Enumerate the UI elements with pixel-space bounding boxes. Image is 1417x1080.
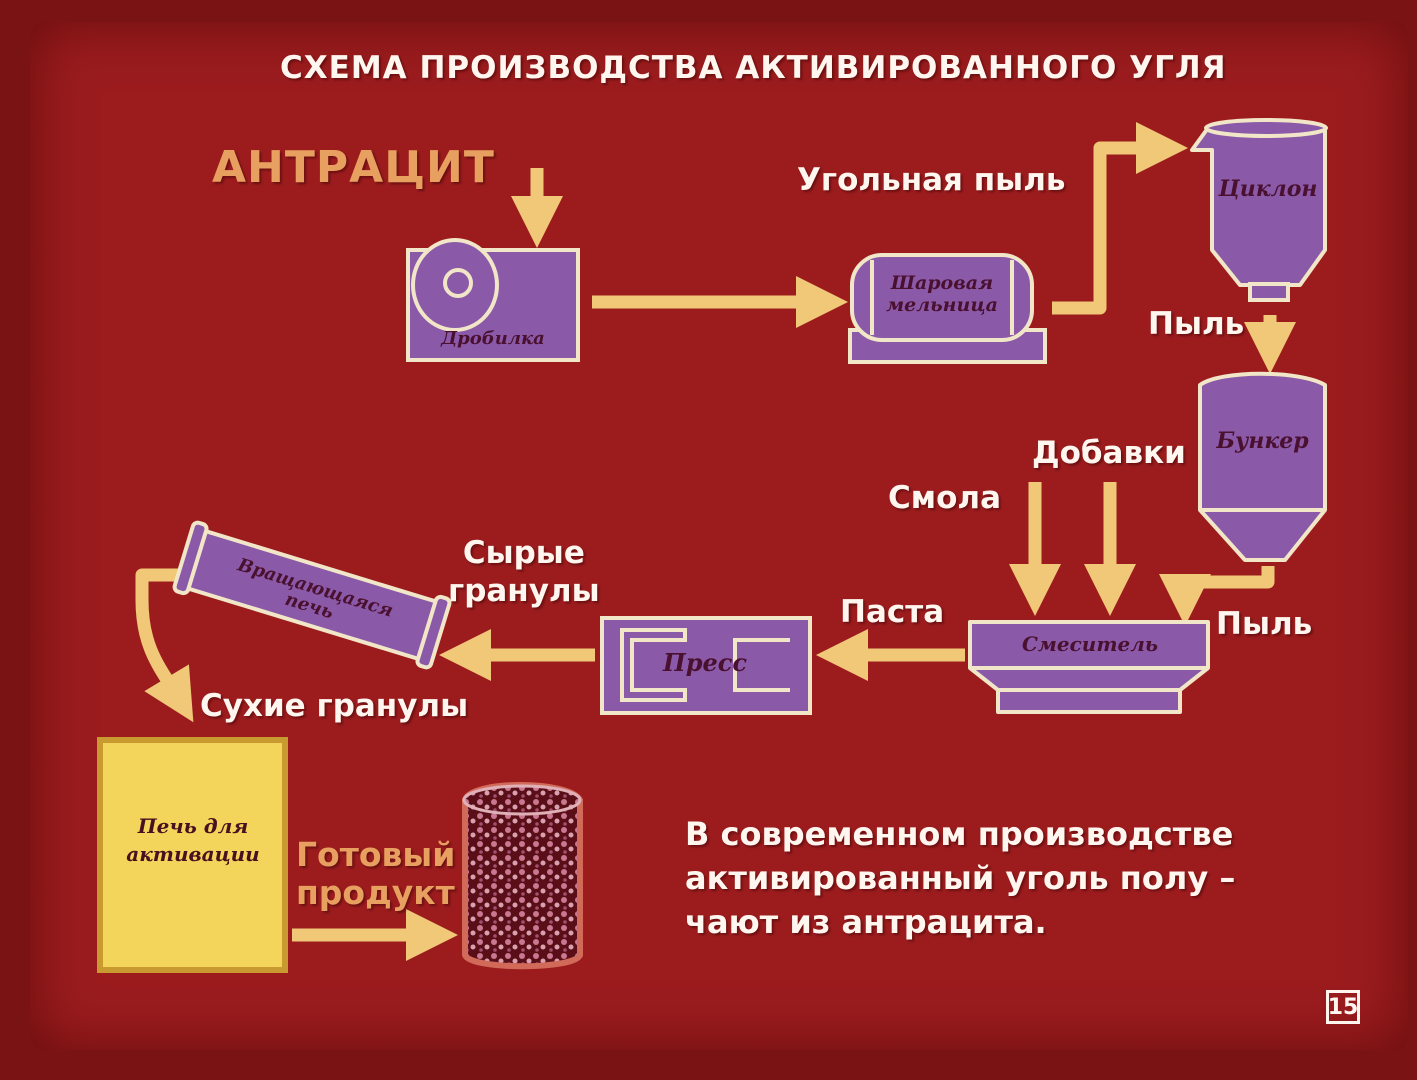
flow-label-resin: Смола bbox=[888, 480, 1002, 516]
flow-label-dry-granules: Сухие гранулы bbox=[200, 688, 469, 724]
crusher-label: Дробилка bbox=[441, 328, 545, 349]
input-label-antracite: АНТРАЦИТ bbox=[212, 142, 495, 193]
activation-kiln-label: Печь для активации bbox=[108, 812, 278, 868]
ball-mill bbox=[848, 253, 1047, 364]
caption-note-line3: чают из антрацита. bbox=[685, 903, 1047, 941]
page-number: 15 bbox=[1326, 990, 1360, 1024]
arrow-mill-to-cyclone bbox=[1052, 122, 1188, 315]
flow-label-finished-product: Готовый продукт bbox=[296, 836, 455, 912]
ball-mill-label-line1: Шаровая bbox=[890, 272, 994, 294]
ball-mill-label: Шаровая мельница bbox=[872, 272, 1012, 316]
press-label: Пресс bbox=[663, 648, 747, 677]
caption-note-line1: В современном производстве bbox=[685, 815, 1234, 853]
press bbox=[600, 616, 812, 715]
activation-kiln-label-line1: Печь для bbox=[137, 814, 249, 838]
bunker-label: Бункер bbox=[1216, 428, 1309, 454]
caption-note: В современном производстве активированны… bbox=[685, 812, 1235, 944]
product-container bbox=[462, 782, 583, 970]
flow-label-dust-bunker: Пыль bbox=[1216, 606, 1313, 642]
flow-label-paste: Паста bbox=[840, 594, 945, 630]
cyclone-label: Циклон bbox=[1218, 176, 1318, 202]
diagram-title: СХЕМА ПРОИЗВОДСТВА АКТИВИРОВАННОГО УГЛЯ bbox=[280, 50, 1227, 86]
ball-mill-label-line2: мельница bbox=[886, 294, 998, 316]
flow-label-dust-cyclone: Пыль bbox=[1148, 306, 1245, 342]
flow-label-finished-product-line2: продукт bbox=[296, 873, 455, 912]
mixer bbox=[968, 620, 1210, 714]
bunker bbox=[1198, 371, 1327, 562]
arrow-kiln-to-activation bbox=[135, 568, 194, 723]
flow-label-finished-product-line1: Готовый bbox=[296, 835, 456, 874]
crusher bbox=[406, 238, 580, 362]
cyclone bbox=[1190, 118, 1328, 302]
flow-label-raw-granules-line2: гранулы bbox=[448, 573, 600, 609]
caption-note-line2: активированный уголь полу – bbox=[685, 859, 1236, 897]
flow-arrows bbox=[135, 122, 1296, 961]
flow-label-raw-granules-line1: Сырые bbox=[462, 535, 585, 571]
activation-kiln-label-line2: активации bbox=[126, 842, 260, 866]
flow-label-coal-dust: Угольная пыль bbox=[797, 162, 1066, 198]
activation-kiln bbox=[97, 737, 288, 973]
mixer-label: Смеситель bbox=[1021, 632, 1159, 656]
rotary-kiln bbox=[172, 520, 452, 670]
flow-label-raw-granules: Сырые гранулы bbox=[448, 534, 600, 610]
flow-label-additives: Добавки bbox=[1032, 435, 1186, 471]
arrow-bunker-to-mixer bbox=[1159, 566, 1275, 626]
